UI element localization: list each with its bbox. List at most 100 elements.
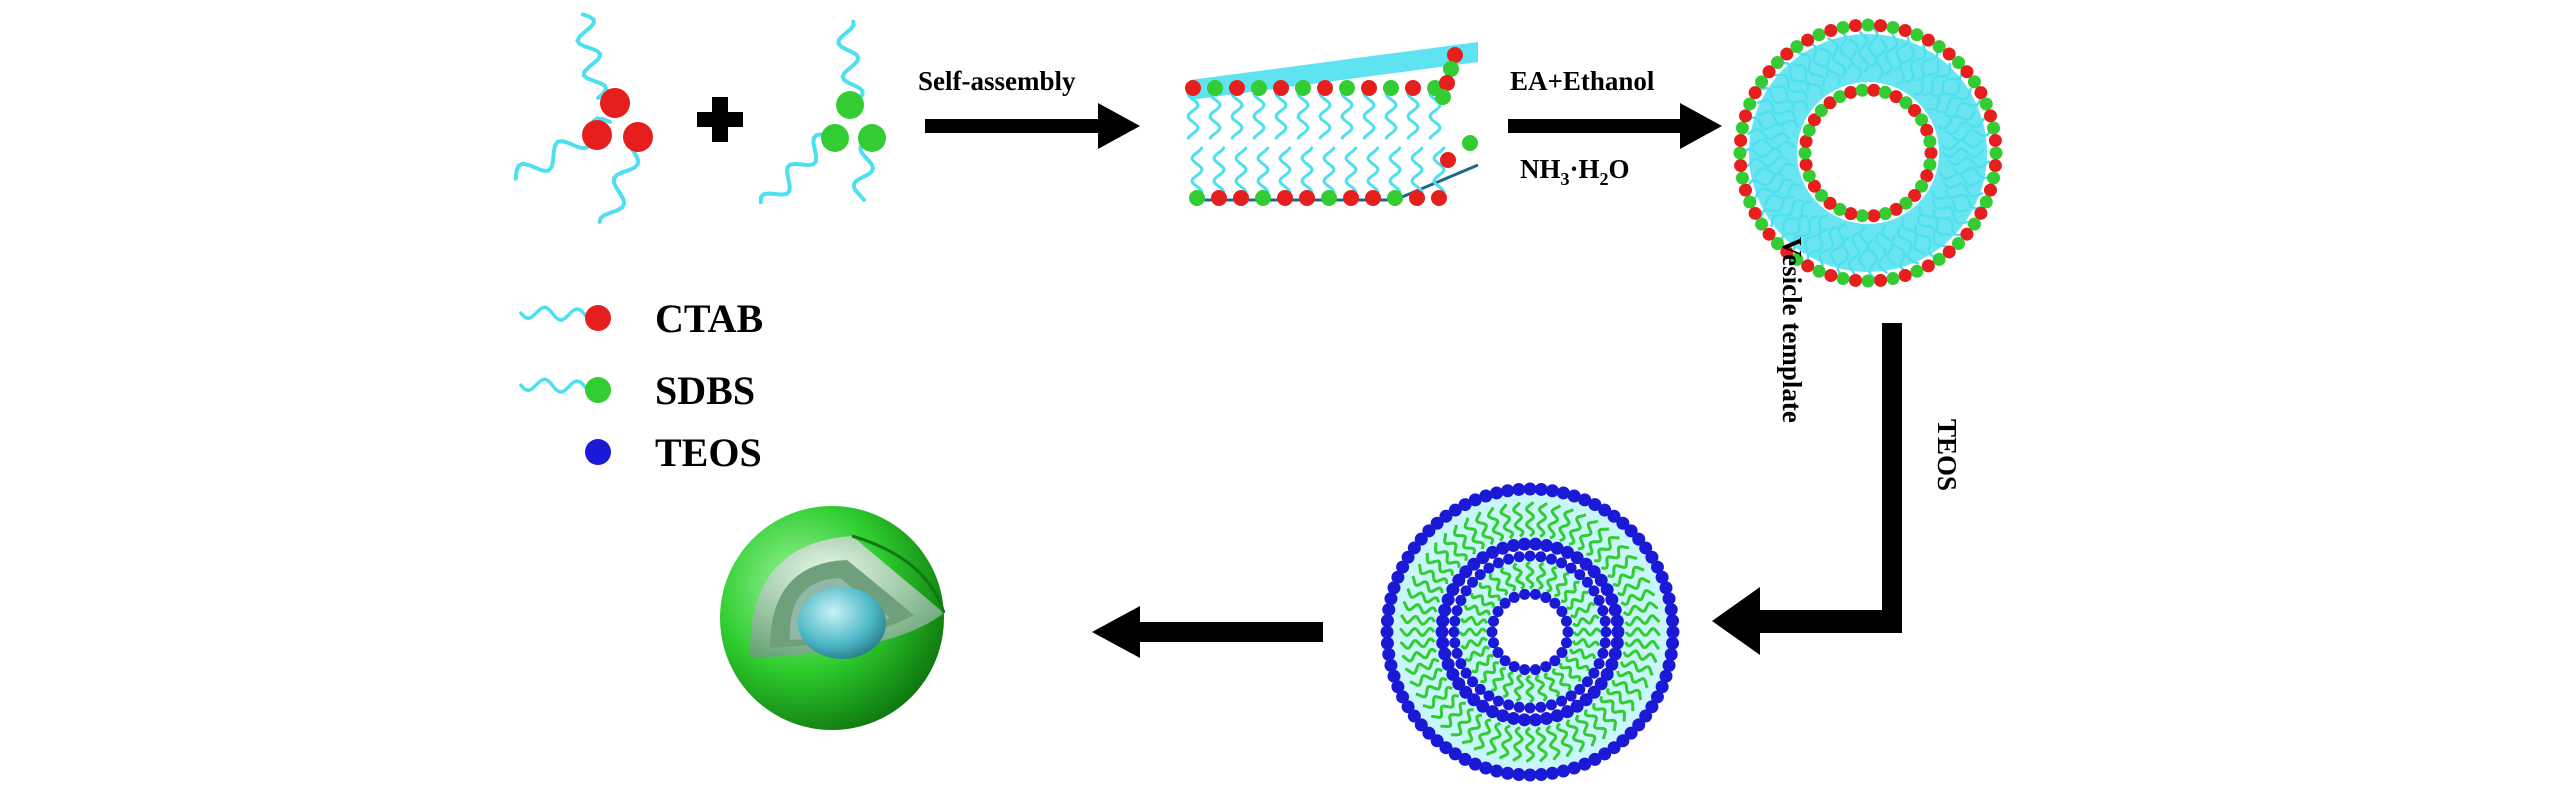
teos-mid-dot [1467,557,1481,571]
bilayer-top-head [1295,80,1311,96]
silica-outer-chain [1433,542,1461,568]
vesicle-inner-head [1823,96,1837,110]
vesicle-outer-head [1739,109,1753,123]
teos-outer-dot [1391,680,1405,694]
teos-outer-dot [1639,709,1653,723]
teos-outer-dot [1567,489,1581,503]
vesicle-outer-head [1770,237,1784,251]
bilayer-bottom-head [1321,190,1337,206]
vesicle-inner-head [1915,179,1929,193]
silica-outer-chain [1402,600,1438,615]
teos-step-label: TEOS [1932,419,1962,491]
teos-mid-inner-dot [1492,695,1504,707]
ctab-head [623,122,653,152]
silica-inner-chain [1551,668,1572,691]
teos-outer-dot [1632,718,1646,732]
hydrophobic-tail [851,138,875,202]
vesicle-outer-head [1790,252,1804,266]
teos-mid-dot [1605,657,1619,671]
vesicle-outer-head [1824,24,1838,38]
plus-sign [697,97,743,142]
silica-outer-chain [1545,724,1561,761]
teos-mid-inner-dot [1483,690,1495,702]
teos-mid-inner-dot [1467,676,1479,688]
ctab-head [582,120,612,150]
bilayer-bottom-head [1365,190,1381,206]
vesicle-inner-head [1920,169,1934,183]
teos-mid-dot [1476,551,1490,565]
silica-outer-chain [1431,694,1459,719]
teos-mid-inner-dot [1593,594,1605,606]
vesicle-inner-head [1802,169,1816,183]
silica-inner-chain [1463,604,1491,616]
hydrophobic-tail [1754,178,1794,199]
hydrophobic-tail [1770,198,1804,228]
teos-outer-dot [1534,482,1548,496]
vesicle-inner-head [1920,123,1934,137]
silica-outer-chain [1624,614,1661,627]
teos-inner-dot [1562,626,1574,638]
hydrophobic-tail [1772,85,1809,111]
teos-mid-inner-dot [1574,683,1586,695]
silica-outer-chain [1619,660,1654,677]
teos-outer-dot [1382,603,1396,617]
vesicle-outer-head [1886,20,1900,34]
vesicle-outer-head [1910,28,1924,42]
vesicle-inner-head [1814,188,1828,202]
h2o-o: O [1609,154,1630,184]
teos-outer-dot [1384,658,1398,672]
teos-mid-dot [1570,551,1584,565]
teos-outer-dot [1556,764,1570,778]
vesicle-outer-head [1921,259,1935,273]
bilayer-bottom-side [1394,163,1479,202]
vesicle-inner-head [1915,113,1929,127]
teos-outer-dot [1490,764,1504,778]
teos-inner-dot [1529,588,1541,600]
vesicle-outer-head [1932,40,1946,54]
teos-mid-dot [1517,537,1531,551]
silica-inner-chain [1572,614,1600,628]
teos-mid-inner-dot [1455,658,1467,670]
teos-mid-dot [1539,711,1553,725]
hydrophobic-tail [1829,223,1847,265]
silica-inner-chain [1560,580,1580,603]
teos-outer-dot [1616,734,1630,748]
teos-mid-dot [1529,537,1543,551]
silica-inner-chain [1571,637,1601,649]
vesicle-outer-head [1733,146,1747,160]
silica-inner-chain [1566,590,1589,611]
silica-outer-chain [1622,649,1658,664]
hydrophobic-tail [1756,99,1797,120]
bilayer-side-head [1439,75,1455,91]
silica-outer-chain [1487,506,1505,542]
nh3-h2o-label: NH3·H2O [1520,154,1630,189]
silica-outer-chain [1612,565,1645,587]
hydrophobic-tail [1901,217,1926,255]
silica-inner-chain [1565,656,1590,671]
vesicle-outer-head [1952,237,1966,251]
silica-outer-chain [1524,501,1536,538]
teos-inner-dot [1492,605,1504,617]
vesicle-inner-head [1889,202,1903,216]
hydrophobic-tail [1406,86,1420,140]
teos-mid-dot [1435,625,1449,639]
bilayer-top-head [1185,80,1201,96]
vesicle-inner-head [1899,196,1913,210]
teos-mid-dot [1436,614,1450,628]
teos-outer-dot [1414,532,1428,546]
hydrophobic-tail [1931,190,1970,213]
teos-mid-inner-dot [1455,594,1467,606]
vesicle-inner-head [1844,85,1858,99]
ea-ethanol-arrow [1508,103,1722,149]
hydrophobic-tail [1366,146,1380,200]
silica-inner-chain [1488,573,1509,596]
teos-mid-dot [1610,614,1624,628]
hydrophobic-tail [1362,86,1376,140]
silica-outer-chain [1536,502,1548,538]
silica-outer-chain [1565,719,1585,753]
teos-outer-dot [1501,766,1515,780]
teos-mid-dot [1570,699,1584,713]
teos-mid-inner-dot [1467,576,1479,588]
teos-mid-inner-dot [1588,667,1600,679]
hydrophobic-tail [575,12,609,100]
